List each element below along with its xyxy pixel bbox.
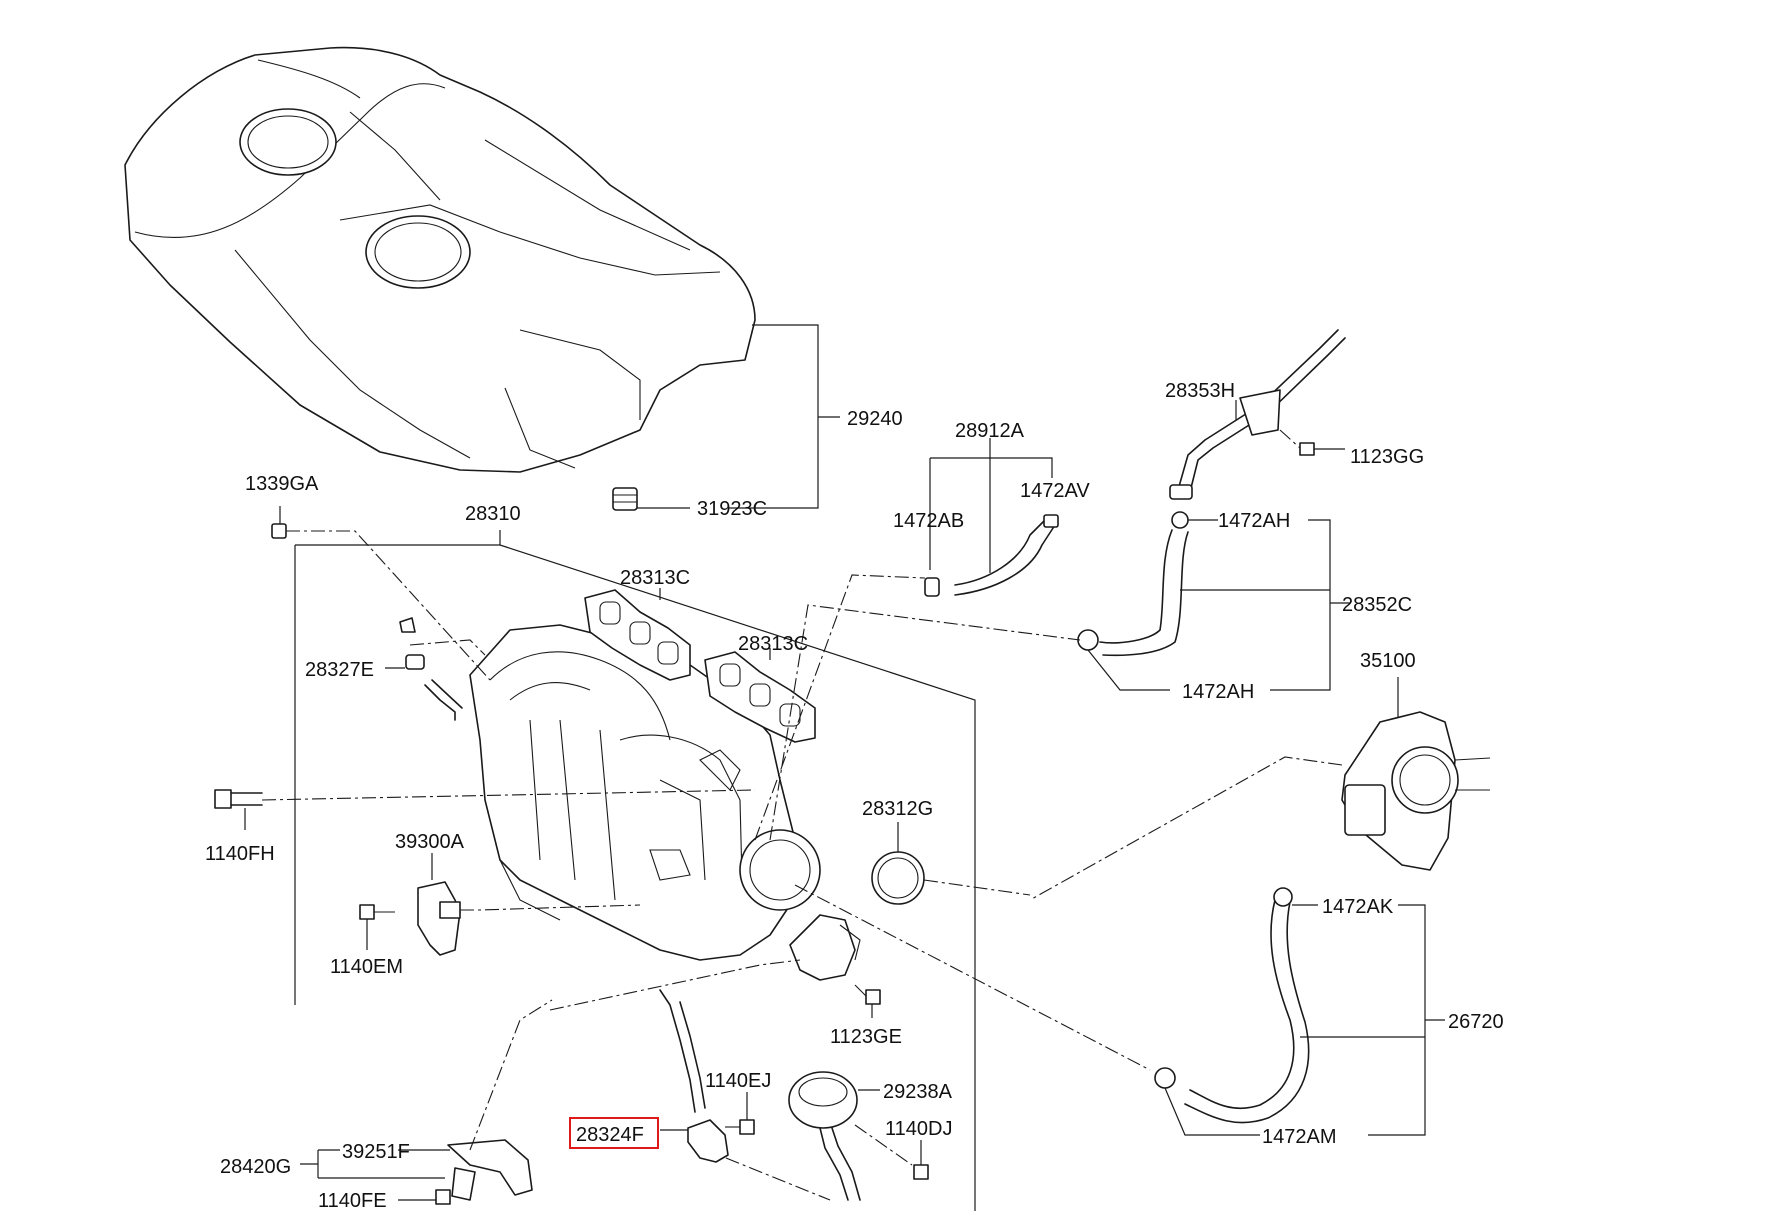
- throttle-gasket[interactable]: [871, 851, 925, 905]
- nut-1339ga[interactable]: [271, 523, 287, 539]
- label-28324f[interactable]: 28324F: [576, 1124, 644, 1146]
- bolt-1140em[interactable]: [359, 904, 395, 920]
- bolt-1140fe[interactable]: [435, 1189, 451, 1205]
- intake-gasket-1[interactable]: [584, 589, 691, 681]
- label-28420g: 28420G: [220, 1156, 291, 1178]
- label-28312g: 28312G: [862, 798, 933, 820]
- bolt-1123ge[interactable]: [854, 984, 881, 1005]
- label-29238a: 29238A: [883, 1081, 953, 1103]
- engine-cover[interactable]: [124, 46, 756, 473]
- bolt-1140ej[interactable]: [725, 1119, 755, 1135]
- label-28313c-b: 28313C: [738, 633, 808, 655]
- label-1140fe: 1140FE: [318, 1190, 387, 1211]
- label-28310: 28310: [465, 503, 521, 525]
- label-1123ge: 1123GE: [830, 1026, 902, 1048]
- bolt-1140fh[interactable]: [214, 789, 263, 809]
- label-26720: 26720: [1448, 1011, 1504, 1033]
- label-1339ga: 1339GA: [245, 473, 319, 495]
- highlighted-sensor[interactable]: [659, 989, 729, 1163]
- label-1472ab: 1472AB: [893, 510, 964, 532]
- bracket[interactable]: [447, 1139, 533, 1201]
- label-28352c: 28352C: [1342, 594, 1412, 616]
- label-1472am: 1472AM: [1262, 1126, 1337, 1148]
- grommet[interactable]: [612, 487, 638, 511]
- highlight-box: [569, 1117, 659, 1149]
- label-28313c-a: 28313C: [620, 567, 690, 589]
- heater-hose[interactable]: [1154, 887, 1310, 1124]
- label-1140dj: 1140DJ: [885, 1118, 952, 1140]
- vacuum-actuator[interactable]: [788, 1071, 861, 1201]
- label-35100: 35100: [1360, 650, 1416, 672]
- label-28353h: 28353H: [1165, 380, 1235, 402]
- pcv-valve[interactable]: [399, 617, 463, 721]
- throttle-body[interactable]: [1341, 711, 1491, 871]
- label-1140em: 1140EM: [330, 956, 403, 978]
- label-1472ak: 1472AK: [1322, 896, 1394, 918]
- label-1472ah-top: 1472AH: [1218, 510, 1290, 532]
- label-28327e: 28327E: [305, 659, 374, 681]
- label-1123gg: 1123GG: [1350, 446, 1424, 468]
- label-39251f: 39251F: [342, 1141, 410, 1163]
- label-1472ah-bottom: 1472AH: [1182, 681, 1254, 703]
- actuator-valve[interactable]: [789, 914, 861, 981]
- label-31923c: 31923C: [697, 498, 767, 520]
- label-39300a: 39300A: [395, 831, 465, 853]
- coolant-hose[interactable]: [1077, 511, 1189, 657]
- breather-hose[interactable]: [924, 514, 1059, 597]
- intake-gasket-2[interactable]: [704, 651, 816, 743]
- label-1472av: 1472AV: [1020, 480, 1090, 502]
- label-1140ej: 1140EJ: [705, 1070, 771, 1092]
- map-sensor[interactable]: [417, 881, 461, 956]
- bolt-1123gg[interactable]: [1279, 429, 1315, 456]
- intake-manifold[interactable]: [469, 624, 821, 961]
- label-28912a: 28912A: [955, 420, 1025, 442]
- label-1140fh: 1140FH: [205, 843, 275, 865]
- label-29240: 29240: [847, 408, 903, 430]
- coolant-pipe[interactable]: [1169, 329, 1346, 500]
